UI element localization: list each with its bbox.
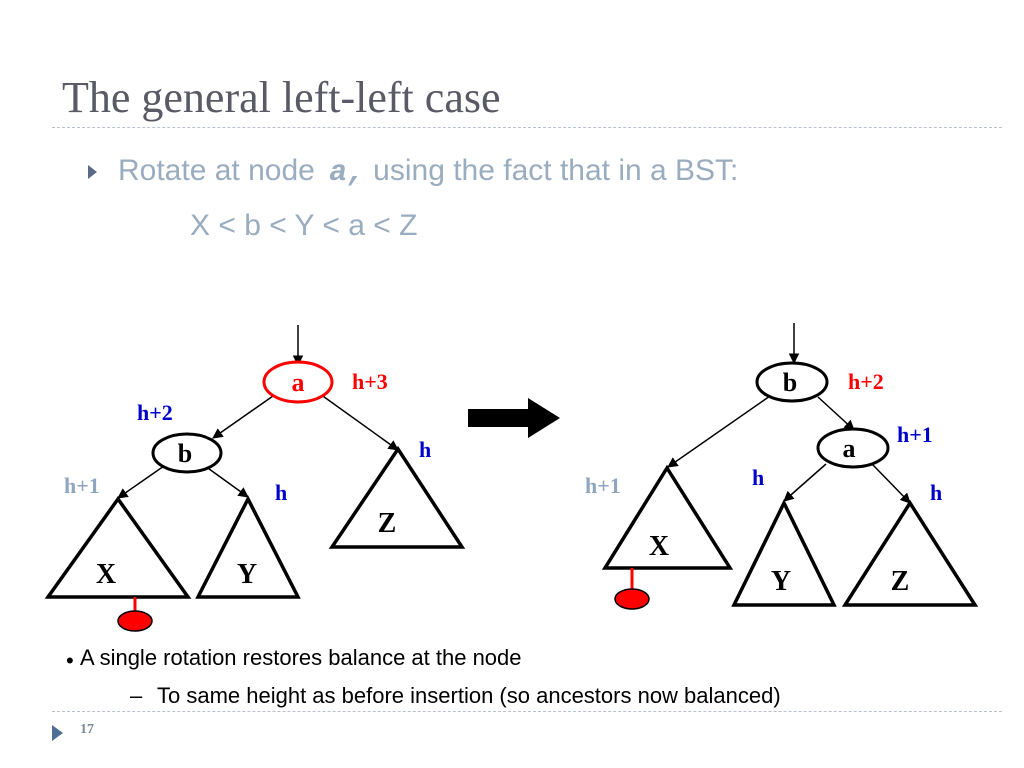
point-primary: A single rotation restores balance at th… xyxy=(80,645,522,670)
after-subtree-x-label: X xyxy=(649,531,669,562)
after-inserted-node-icon xyxy=(614,588,650,610)
before-tree: a h+3 b h+2 X h+1 Y h Z h xyxy=(44,325,466,632)
before-node-a-circle xyxy=(262,360,334,404)
bullet-text-before: Rotate at node xyxy=(118,154,324,187)
before-inserted-node-icon xyxy=(117,610,153,632)
page-triangle-icon xyxy=(52,725,63,741)
before-node-b-height: h+2 xyxy=(137,400,173,425)
after-node-a-height: h+1 xyxy=(897,422,933,447)
before-edge-a-z xyxy=(319,393,399,451)
bullet-text-after: using the fact that in a BST: xyxy=(373,154,739,187)
before-edge-a-b xyxy=(212,395,274,439)
after-subtree-x-height: h+1 xyxy=(585,473,621,498)
bullet-dot-icon: • xyxy=(66,648,74,673)
before-subtree-y-triangle xyxy=(195,495,301,599)
after-edge-a-y xyxy=(783,463,827,502)
transition-arrow-icon xyxy=(468,398,560,438)
after-subtree-y-triangle xyxy=(731,499,837,607)
bullet-dash-icon: – xyxy=(130,683,143,708)
before-node-a-height: h+3 xyxy=(352,369,388,394)
after-subtree-y-label: Y xyxy=(771,566,791,597)
before-node-a-label: a xyxy=(292,368,305,397)
after-node-b-label: b xyxy=(783,368,797,397)
before-subtree-x-triangle xyxy=(44,495,192,599)
after-node-b-circle xyxy=(755,361,829,403)
after-node-a-label: a xyxy=(843,434,856,463)
after-edge-b-a xyxy=(817,396,855,431)
after-subtree-x-triangle xyxy=(601,464,734,570)
footer-divider xyxy=(52,711,1002,712)
bullet-triangle-icon xyxy=(88,165,97,179)
before-edge-b-y xyxy=(204,465,249,498)
after-subtree-y-height: h xyxy=(752,465,764,490)
slide-title: The general left-left case xyxy=(62,73,501,122)
rotation-diagram: a h+3 b h+2 X h+1 Y h Z h b h+2 a h+1 X … xyxy=(44,323,979,632)
before-node-b-circle xyxy=(151,432,223,474)
after-subtree-z-triangle xyxy=(841,499,979,607)
bullet-text: Rotate at node a,using the fact that in … xyxy=(118,154,738,190)
bullet-code-node: a, xyxy=(329,156,366,190)
point-secondary: To same height as before insertion (so a… xyxy=(157,683,781,708)
after-subtree-z-height: h xyxy=(930,480,942,505)
after-edge-a-z xyxy=(871,463,911,504)
after-tree: b h+2 a h+1 X h+1 Y h Z h xyxy=(585,323,979,610)
before-node-b-label: b xyxy=(178,439,192,468)
page-number: 17 xyxy=(80,722,94,737)
after-node-b-height: h+2 xyxy=(848,369,884,394)
before-subtree-z-triangle xyxy=(328,445,466,549)
after-subtree-z-label: Z xyxy=(891,566,910,597)
after-edge-b-x xyxy=(667,395,771,468)
before-subtree-x-height: h+1 xyxy=(64,473,100,498)
before-edge-b-x xyxy=(117,465,165,499)
before-subtree-y-label: Y xyxy=(237,559,257,590)
after-node-a-circle xyxy=(816,427,890,469)
before-subtree-z-height: h xyxy=(419,437,431,462)
title-divider xyxy=(52,127,1002,128)
bst-inequality: X < b < Y < a < Z xyxy=(190,209,418,242)
before-subtree-x-label: X xyxy=(96,559,116,590)
before-subtree-y-height: h xyxy=(275,480,287,505)
before-subtree-z-label: Z xyxy=(378,508,397,539)
